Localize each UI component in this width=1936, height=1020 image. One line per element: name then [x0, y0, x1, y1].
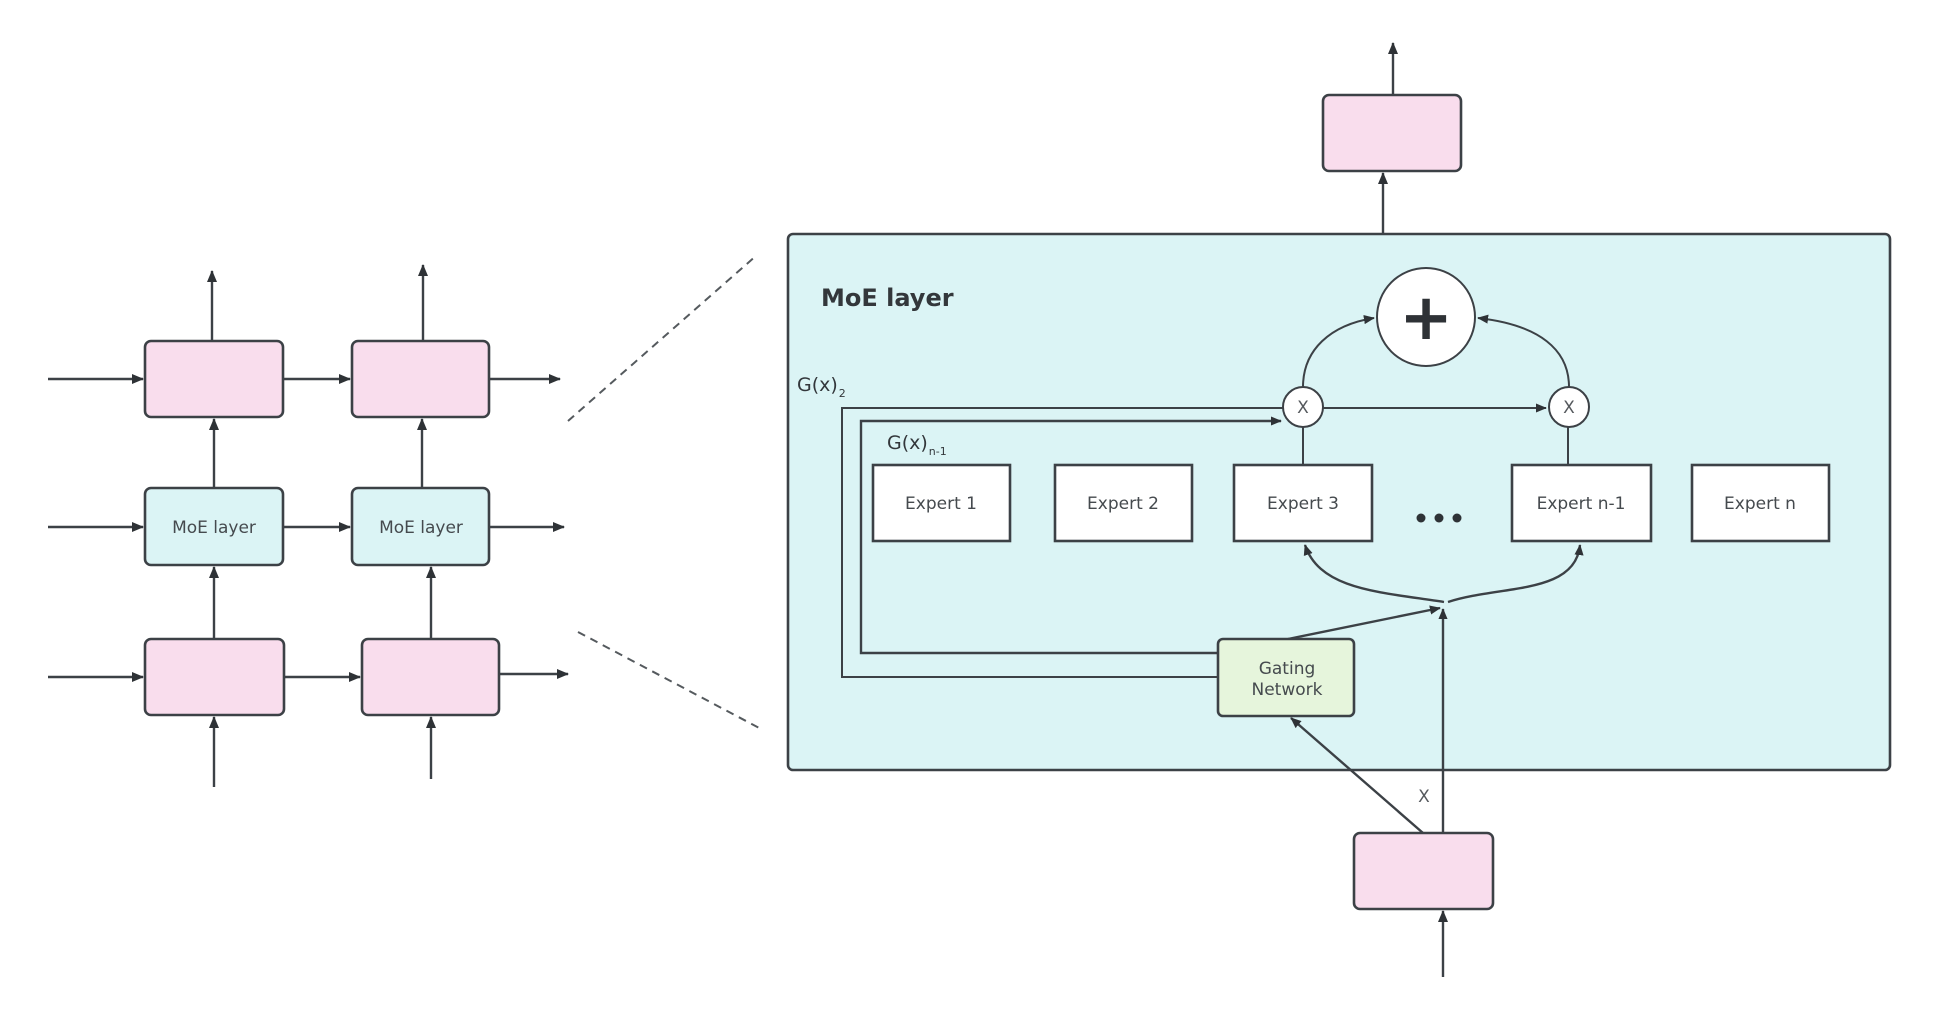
expert-1-box [871, 463, 1012, 543]
expert-2-label: Expert 2 [1087, 494, 1159, 514]
input-block-2 [360, 637, 501, 717]
multiply-symbol-2: X [1563, 398, 1575, 418]
gate-label-n-1: G(x)n-1 [887, 432, 947, 458]
moe-layer-label-1: MoE layer [172, 518, 256, 538]
route-to-expert-n-1 [1447, 544, 1584, 604]
gate-label-2-base: G(x) [797, 374, 838, 396]
gating-network-label-line1: Gating [1259, 659, 1316, 679]
expert-n-1-label: Expert n-1 [1537, 494, 1626, 514]
input-block-1 [143, 637, 286, 717]
gate-label-n-1-sub: n-1 [929, 445, 947, 458]
ellipsis-dot [1452, 513, 1462, 523]
gate-path-2 [841, 403, 1547, 678]
input-label-x: X [1418, 787, 1430, 807]
ellipsis-dot [1416, 513, 1426, 523]
expert-n-box [1690, 463, 1831, 543]
moe-input-block [1352, 831, 1495, 911]
moe-detail: MoE layer G(x)2 G(x)n-1 Expert 1 Expert … [786, 42, 1892, 977]
expert-3-box [1232, 463, 1374, 543]
ellipsis [1416, 513, 1462, 523]
sum-symbol: + [1399, 281, 1453, 355]
output-block-1 [143, 339, 285, 419]
gating-network-label-line2: Network [1252, 680, 1323, 700]
expert-n-label: Expert n [1724, 494, 1796, 514]
expert-3-label: Expert 3 [1267, 494, 1339, 514]
ellipsis-dot [1434, 513, 1444, 523]
zoom-guide-top [567, 254, 758, 422]
multiply-symbol-1: X [1297, 398, 1309, 418]
arrow-multiply1-to-sum [1302, 315, 1375, 388]
arrow-multiply2-to-sum [1477, 314, 1570, 388]
expert-n-1-box [1510, 463, 1653, 543]
expert-1-label: Expert 1 [905, 494, 977, 514]
expert-2-box [1053, 463, 1194, 543]
output-block-2 [350, 339, 491, 419]
gate-label-n-1-base: G(x) [887, 432, 928, 454]
gating-network-box [1216, 637, 1356, 718]
moe-layer-title: MoE layer [821, 284, 954, 312]
route-to-expert-3 [1303, 544, 1445, 604]
arrow-input-to-gating [1290, 717, 1424, 834]
zoom-guide-bottom [577, 631, 764, 731]
gate-path-n-1 [859, 416, 1282, 655]
gate-label-2-sub: 2 [839, 387, 846, 400]
arrow-gating-to-router [1287, 605, 1441, 641]
moe-output-block [1321, 93, 1463, 173]
moe-layer-label-2: MoE layer [379, 518, 463, 538]
left-grid: MoE layer MoE layer [48, 264, 569, 787]
gate-label-2: G(x)2 [797, 374, 846, 400]
sum-node [1376, 267, 1476, 367]
